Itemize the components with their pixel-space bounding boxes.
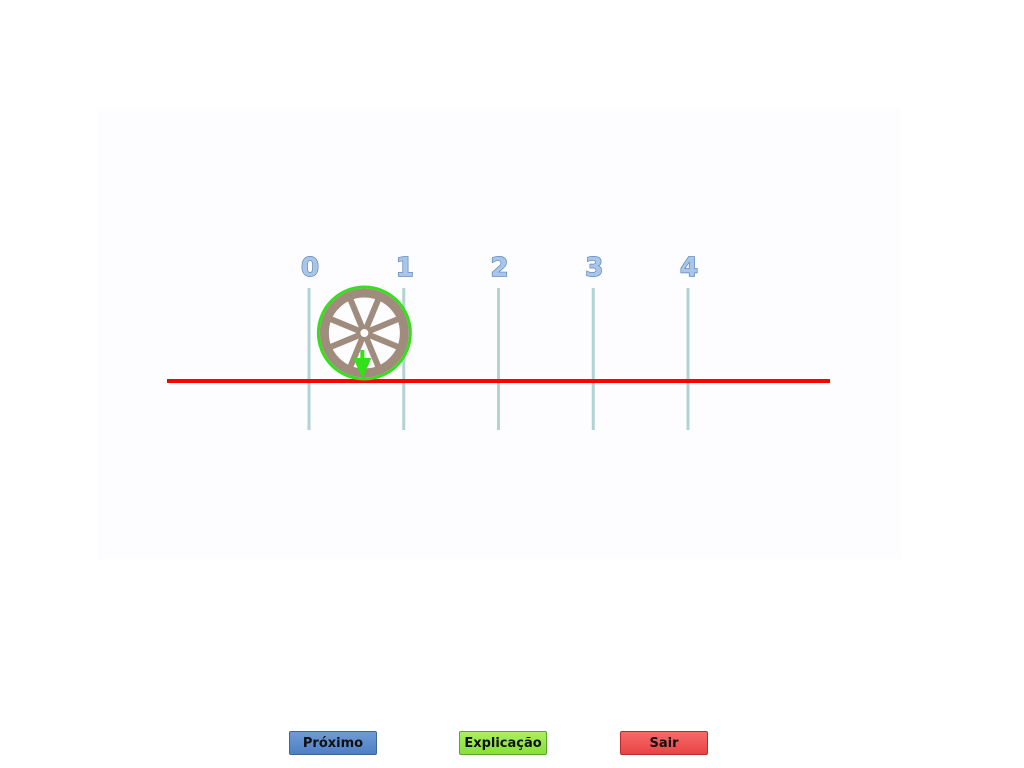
tick-labels: 0 1 2 3 4 (300, 252, 698, 283)
wheel-spoke (347, 296, 366, 331)
wheel-hub (356, 325, 373, 341)
wheel-spoke (328, 316, 362, 334)
tick-label-4: 4 (680, 253, 698, 283)
wheel-highlight-ring (316, 285, 412, 381)
next-button[interactable]: Próximo (289, 731, 377, 755)
position-arrow-icon (353, 358, 372, 379)
wheel-spoke (366, 316, 401, 334)
wheel-icon[interactable] (316, 285, 412, 381)
tick-label-3: 3 (585, 253, 603, 283)
tick-label-1: 1 (396, 253, 414, 283)
tick-label-0: 0 (301, 253, 319, 283)
wheel-spoke (366, 332, 401, 350)
wheel-spoke (328, 332, 362, 350)
tick-label-2: 2 (490, 253, 508, 283)
wheel-spoke (363, 296, 382, 331)
wheel-spoke (347, 335, 366, 370)
wheel-spoke (363, 335, 382, 370)
exit-button[interactable]: Sair (620, 731, 708, 755)
explanation-button[interactable]: Explicação (459, 731, 547, 755)
